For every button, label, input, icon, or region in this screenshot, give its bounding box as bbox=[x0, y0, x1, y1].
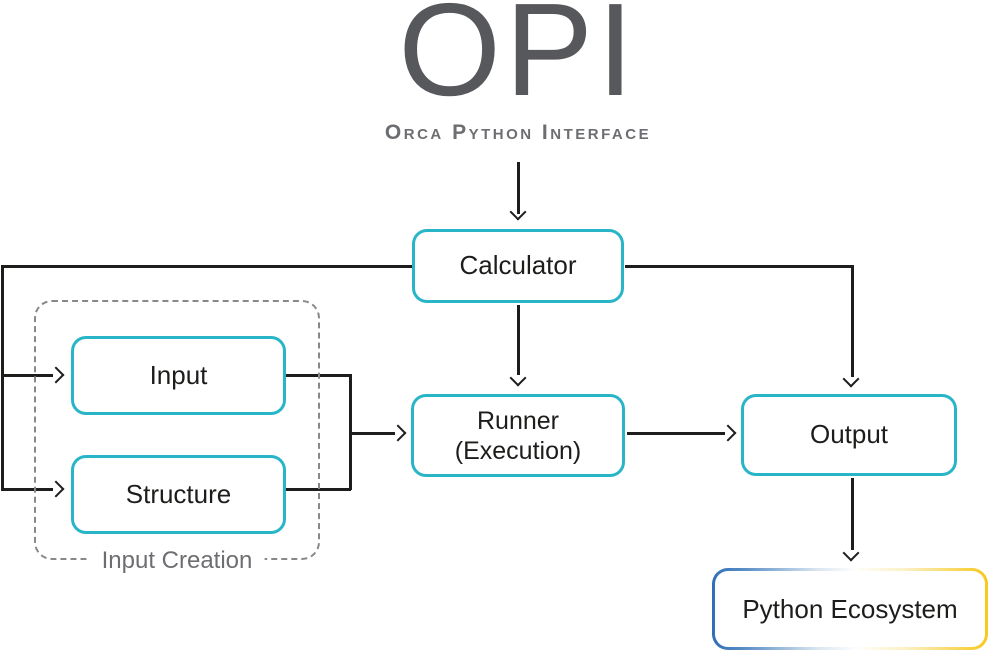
arrowhead-down-icon bbox=[842, 370, 860, 388]
connector-left-vertical bbox=[1, 265, 4, 490]
connector-runner-output bbox=[627, 432, 725, 435]
node-output[interactable]: Output bbox=[741, 394, 957, 476]
node-structure[interactable]: Structure bbox=[71, 455, 286, 534]
node-calculator-label: Calculator bbox=[459, 250, 577, 281]
connector-into-structure bbox=[1, 488, 53, 491]
arrowhead-down-icon bbox=[509, 203, 527, 221]
group-input-creation-label: Input Creation bbox=[89, 547, 265, 575]
arrowhead-down-icon bbox=[509, 369, 527, 387]
connector-join-runner bbox=[349, 432, 395, 435]
node-python-ecosystem[interactable]: Python Ecosystem bbox=[712, 568, 988, 650]
group-input-creation: Input Creation bbox=[34, 300, 320, 575]
connector-right-vertical bbox=[851, 265, 854, 377]
node-input-label: Input bbox=[149, 359, 208, 390]
arrowhead-right-icon bbox=[389, 424, 407, 442]
logo-subtitle: Orca Python Interface bbox=[384, 121, 652, 144]
opi-logo: OPI bbox=[398, 0, 638, 123]
connector-logo-calculator bbox=[517, 162, 520, 214]
node-runner-label-line2: (Execution) bbox=[454, 436, 582, 465]
node-runner[interactable]: Runner (Execution) bbox=[411, 394, 625, 477]
node-runner-label-line1: Runner bbox=[477, 406, 559, 435]
connector-calculator-runner bbox=[517, 305, 520, 375]
node-output-label: Output bbox=[809, 419, 889, 450]
connector-calculator-left bbox=[1, 265, 412, 268]
node-structure-label: Structure bbox=[125, 478, 232, 509]
node-python-ecosystem-inner: Python Ecosystem bbox=[715, 571, 985, 647]
node-python-ecosystem-label: Python Ecosystem bbox=[742, 593, 958, 624]
node-calculator[interactable]: Calculator bbox=[412, 229, 624, 303]
connector-into-input bbox=[1, 374, 53, 377]
connector-calculator-right bbox=[625, 265, 853, 268]
arrowhead-right-icon bbox=[719, 424, 737, 442]
connector-output-ecosystem bbox=[851, 478, 854, 550]
arrowhead-down-icon bbox=[842, 544, 860, 562]
node-input[interactable]: Input bbox=[71, 336, 286, 415]
